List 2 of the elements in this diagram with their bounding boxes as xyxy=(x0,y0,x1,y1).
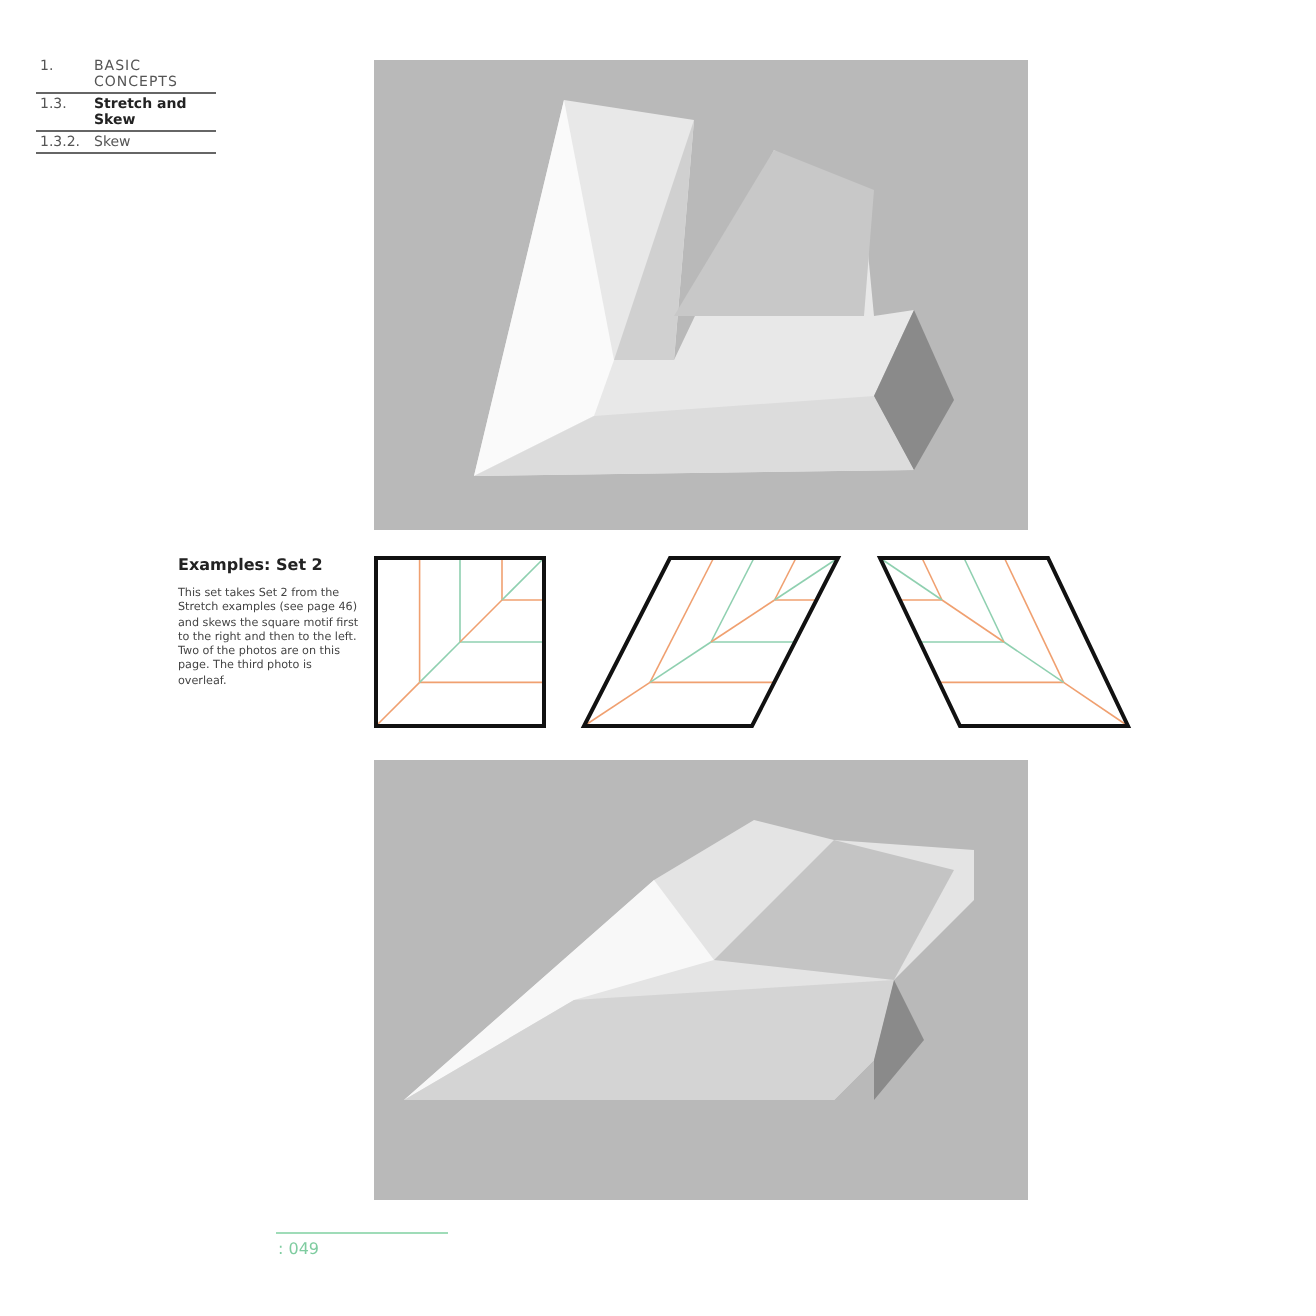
heading: Examples: Set 2 xyxy=(178,558,325,574)
page-number: : 049 xyxy=(278,1242,322,1258)
